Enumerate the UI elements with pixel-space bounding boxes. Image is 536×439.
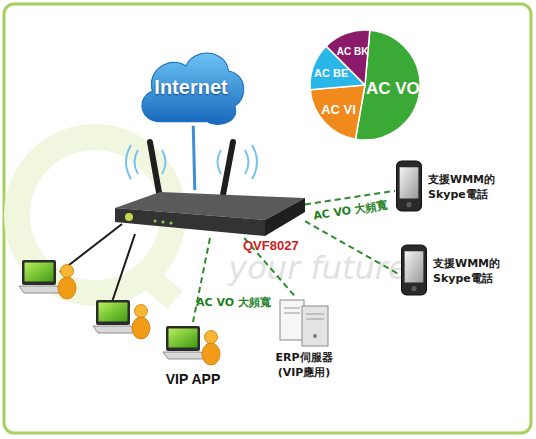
- laptop-user: [93, 300, 150, 339]
- pie-slice-label: AC VI: [321, 102, 356, 117]
- pie-slice-label: AC VO: [366, 79, 420, 99]
- router-antennas: [150, 142, 160, 198]
- watermark-logo: [140, 270, 175, 300]
- laptop-user: [19, 260, 76, 299]
- router-body: [265, 198, 305, 236]
- server-shape: [280, 300, 328, 346]
- router-antennas: [150, 142, 233, 200]
- phone-shape: [395, 160, 423, 212]
- router-body: [170, 222, 173, 225]
- skype-phone: 支援WMM的 Skype電話: [400, 244, 512, 300]
- server-shape: [266, 298, 342, 348]
- skype-phone: 支援WMM的 Skype電話: [395, 160, 507, 216]
- router-body: [115, 190, 305, 238]
- wifi-waves: [135, 150, 139, 174]
- uplink-line: [193, 126, 195, 190]
- router-device: QVF8027: [115, 190, 305, 238]
- node-label: Internet: [135, 76, 247, 99]
- wifi-waves: [126, 145, 131, 179]
- node-label: 支援WMM的 Skype電話: [433, 256, 505, 286]
- laptop-shape: [163, 326, 220, 365]
- laptop-shape: [160, 322, 226, 370]
- wireless-link: [244, 238, 296, 298]
- router-body: [115, 208, 265, 236]
- wifi-waves: [252, 145, 257, 179]
- frame-border: [4, 4, 531, 433]
- phone-shape: [397, 161, 422, 211]
- node-label: 支援WMM的 Skype電話: [428, 172, 500, 202]
- erp-server: ERP伺服器 (VIP應用): [266, 298, 342, 388]
- wifi-waves: [126, 145, 257, 179]
- qos-pie-chart: [310, 30, 420, 140]
- node-label: ERP伺服器 (VIP應用): [266, 350, 342, 380]
- router-body: [125, 213, 133, 221]
- internet-cloud: Internet: [135, 46, 247, 130]
- wireless-link: [193, 238, 210, 322]
- router-body: [162, 221, 165, 224]
- wifi-waves: [245, 150, 249, 174]
- watermark-text: your future: [228, 249, 407, 287]
- wireless-link: [305, 221, 400, 275]
- wires: [112, 234, 135, 302]
- wifi-waves: [218, 150, 222, 174]
- node-label: QVF8027: [243, 238, 299, 253]
- node-label: VIP APP: [150, 371, 236, 387]
- laptop-user: [93, 300, 150, 339]
- vip-laptop: VIP APP: [160, 322, 226, 392]
- link-label: AC VO 大頻寬: [196, 295, 271, 310]
- wifi-waves: [162, 150, 166, 174]
- pie-slice-label: AC BE: [314, 67, 348, 79]
- qos-pie-chart: [310, 85, 365, 139]
- phone-shape: [400, 244, 428, 296]
- phone-shape: [402, 245, 427, 295]
- laptop-user: [19, 260, 76, 299]
- router-body: [154, 220, 157, 223]
- router-antennas: [222, 142, 233, 200]
- pie-slice-label: AC BK: [337, 46, 369, 57]
